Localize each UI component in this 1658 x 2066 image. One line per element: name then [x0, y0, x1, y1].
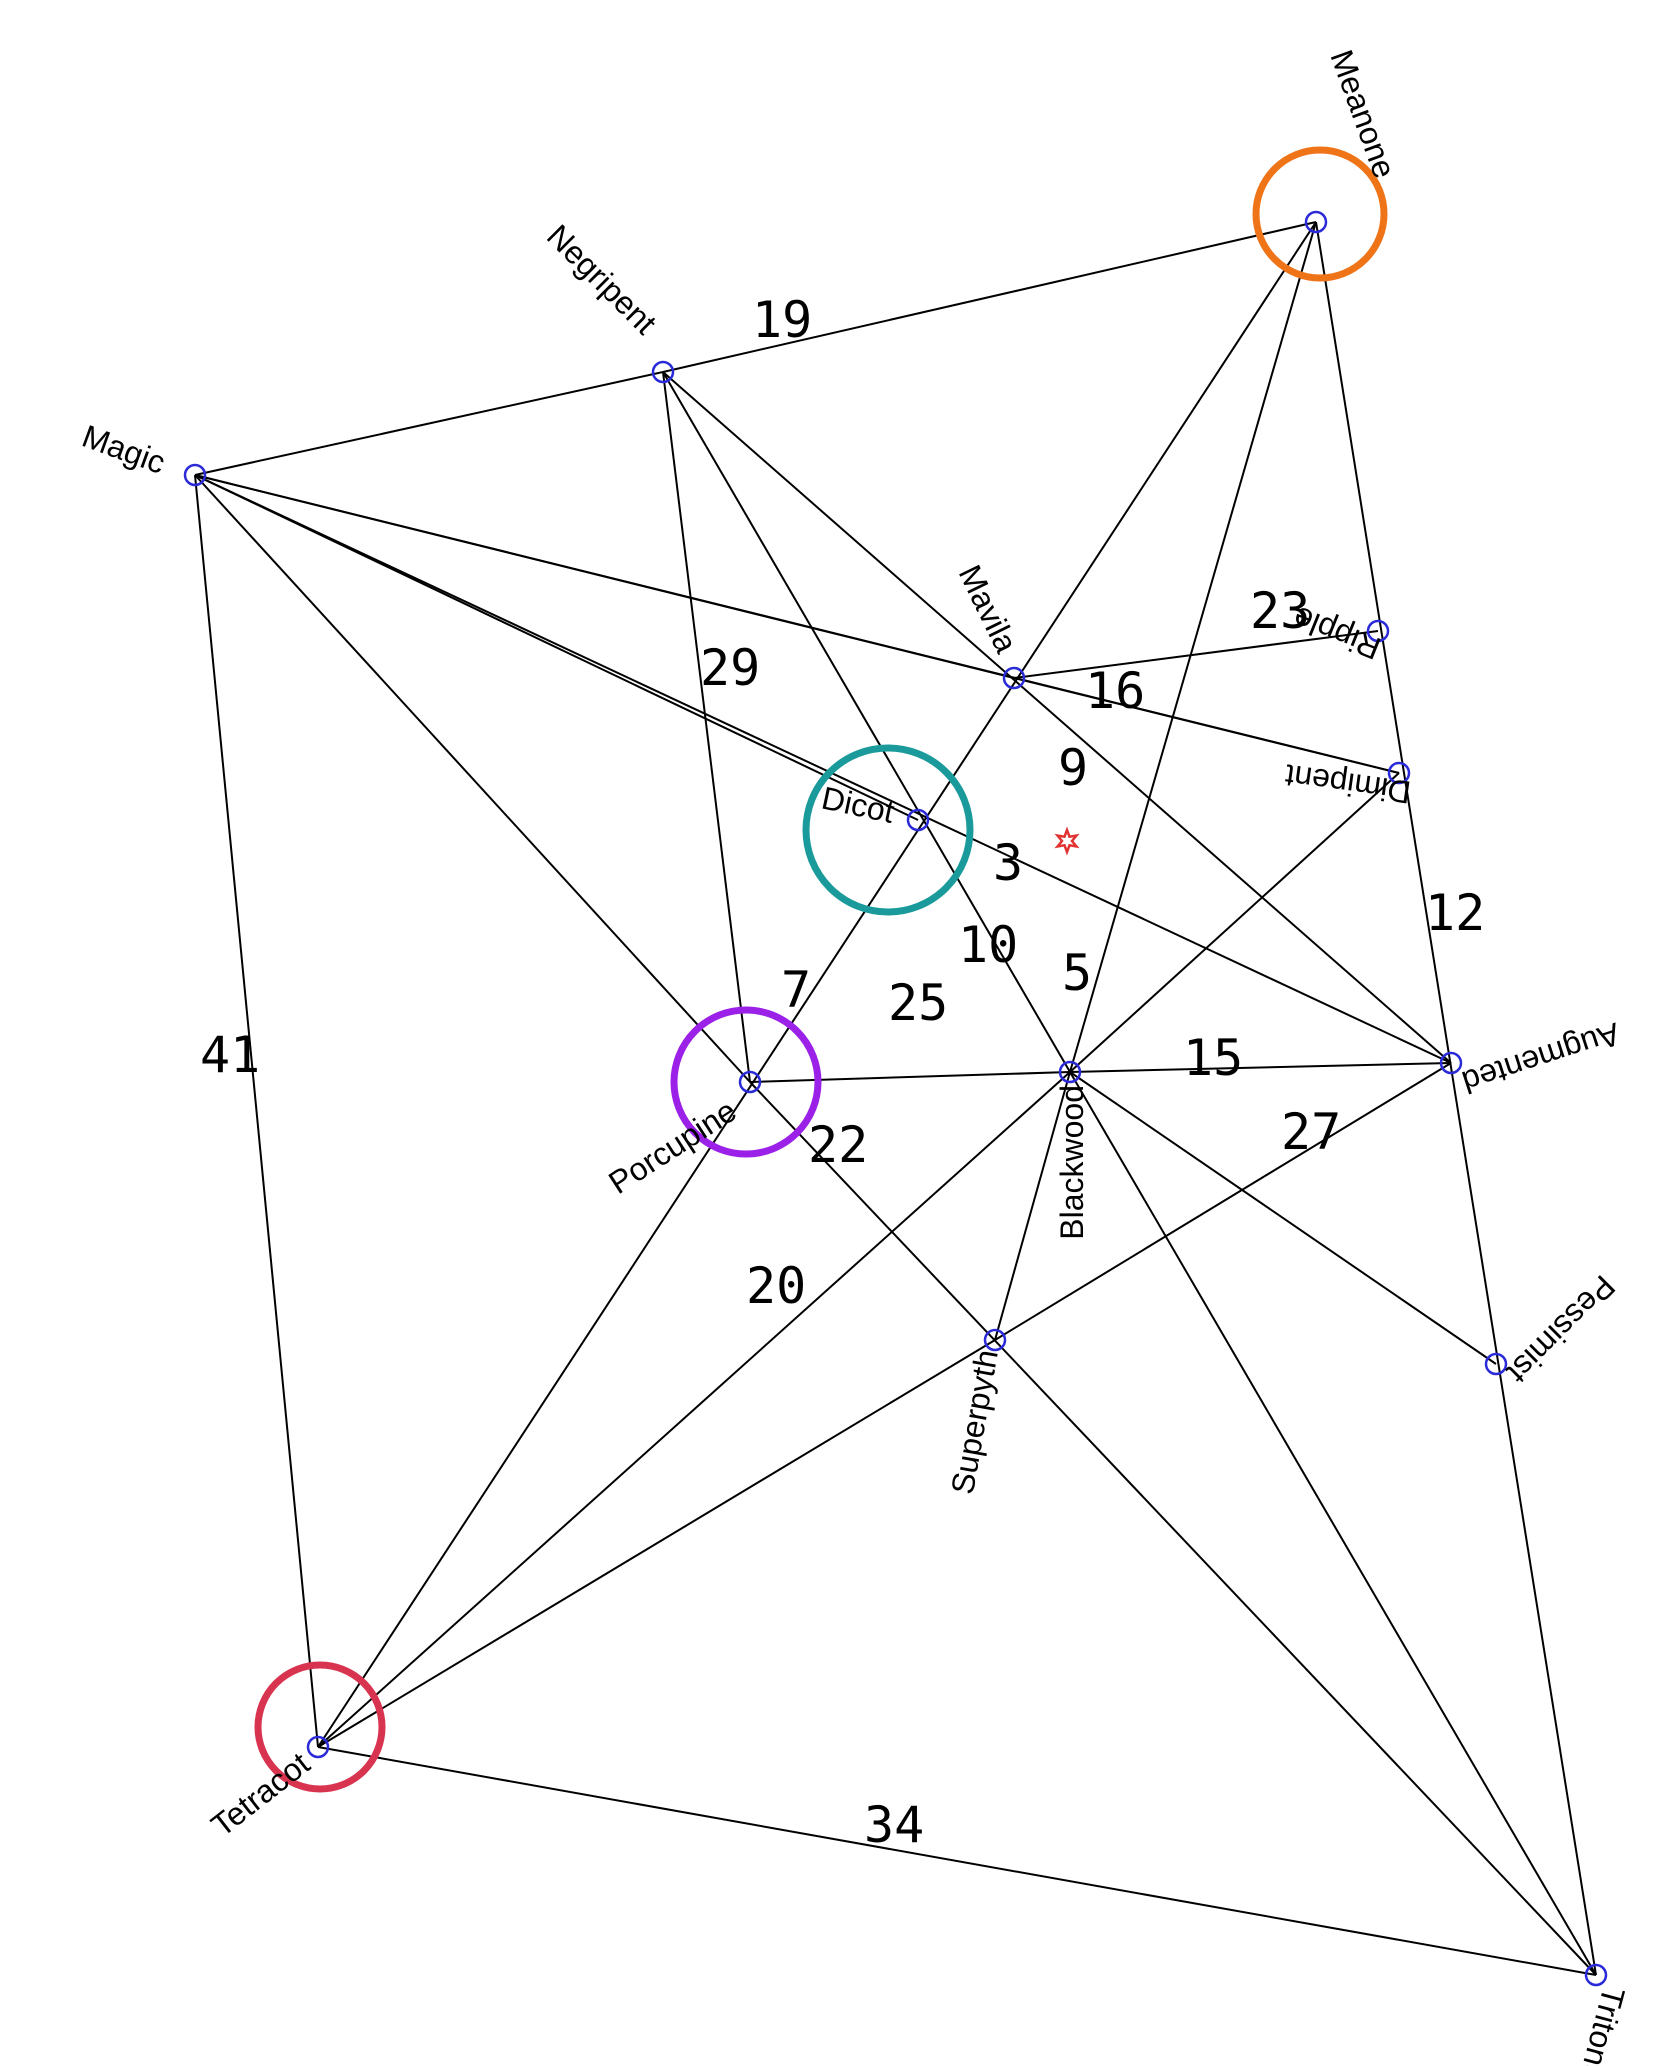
node-marker-superpyth: [983, 1328, 1007, 1352]
edge-meanone-blackwood: [1069, 221, 1317, 1073]
edge-blackwood-pessimist: [1069, 1071, 1497, 1365]
edge-tetracot-tritone: [317, 1746, 1597, 1976]
edge-superpyth-tetracot: [317, 1339, 996, 1748]
edge-augmented-superpyth: [994, 1062, 1452, 1341]
edge-weight-label: 3: [993, 834, 1023, 892]
highlights-layer: [254, 146, 1388, 1793]
node-negripent: Negripent: [540, 217, 675, 384]
edge-meanone-tritone: [1315, 221, 1597, 1976]
edge-weight-label: 34: [864, 1796, 924, 1854]
node-label-augmented: Augmented: [1458, 1016, 1625, 1101]
highlight-ring-porcupine: [670, 1006, 822, 1158]
edge-negripent-blackwood: [662, 371, 1071, 1073]
node-marker-augmented: [1439, 1051, 1463, 1075]
node-pessimist: Pessimist: [1484, 1268, 1622, 1391]
node-label-pessimist: Pessimist: [1500, 1268, 1622, 1390]
edge-porcupine-tritone: [749, 1081, 1597, 1976]
weights-layer: 19 23 29 16 93 12 10 5 7 25 15 22 27 41 20 34: [200, 291, 1485, 1854]
edge-negripent-meanone: [662, 221, 1317, 373]
edge-magic-tetracot: [194, 474, 319, 1748]
node-superpyth: Superpyth: [944, 1328, 1007, 1497]
edge-porcupine-blackwood: [749, 1071, 1071, 1083]
edge-weight-label: 19: [752, 291, 812, 349]
node-label-magic: Magic: [78, 418, 171, 481]
edge-weight-label: 27: [1281, 1103, 1341, 1161]
node-marker-magic: [183, 463, 207, 487]
node-mavila: Mavila: [952, 559, 1026, 690]
edge-meanone-tetracot: [317, 221, 1317, 1748]
edge-dimipent-blackwood: [1069, 772, 1400, 1073]
edge-magic-porcupine: [194, 474, 751, 1083]
node-meanone: Meanone: [1304, 45, 1403, 234]
edge-blackwood-superpyth: [994, 1071, 1071, 1341]
edge-weight-label: 12: [1425, 884, 1485, 942]
edge-weight-label: 16: [1085, 662, 1145, 720]
node-marker-pessimist: [1484, 1352, 1508, 1376]
edges-layer: [194, 221, 1597, 1976]
node-marker-blackwood: [1058, 1060, 1082, 1084]
edge-blackwood-augmented: [1069, 1062, 1452, 1073]
node-label-blackwood: Blackwood: [1054, 1085, 1090, 1240]
node-marker-meanone: [1304, 210, 1328, 234]
edge-weight-label: 23: [1250, 582, 1310, 640]
highlight-ring-dicot: [802, 744, 974, 916]
edge-weight-label: 5: [1062, 944, 1092, 1002]
node-augmented: Augmented: [1439, 1016, 1625, 1101]
node-blackwood: Blackwood: [1054, 1060, 1090, 1240]
edge-weight-label: 15: [1183, 1029, 1243, 1087]
node-magic: Magic: [78, 418, 207, 487]
node-label-tetracot: Tetracot: [204, 1745, 316, 1844]
node-marker-negripent: [651, 360, 675, 384]
node-dicot: Dicot: [819, 780, 930, 832]
highlight-ring-tetracot: [254, 1661, 386, 1793]
center-star-icon: [1054, 826, 1080, 856]
edge-weight-label: 25: [888, 974, 948, 1032]
node-marker-dimipent: [1387, 761, 1411, 785]
edge-negripent-porcupine: [662, 371, 751, 1083]
edge-blackwood-tetracot: [317, 1071, 1071, 1748]
center-layer: [1054, 826, 1080, 856]
edge-weight-label: 7: [781, 961, 811, 1019]
highlight-ring-meanone: [1252, 146, 1388, 282]
node-porcupine: Porcupine: [602, 1070, 762, 1201]
edge-weight-label: 29: [700, 639, 760, 697]
edge-weight-label: 9: [1058, 739, 1088, 797]
node-marker-ripple: [1366, 619, 1390, 643]
node-marker-mavila: [1002, 666, 1026, 690]
node-marker-tritone: [1584, 1963, 1608, 1987]
node-label-mavila: Mavila: [952, 559, 1025, 658]
edge-magic-augmented: [194, 474, 1452, 1064]
edge-negripent-augmented: [662, 371, 1452, 1064]
node-tritone: Tritone: [1572, 1963, 1632, 2066]
node-marker-porcupine: [738, 1070, 762, 1094]
node-label-negripent: Negripent: [540, 217, 664, 341]
edge-magic-negripent: [194, 371, 664, 476]
edge-blackwood-tritone: [1069, 1071, 1597, 1976]
node-label-meanone: Meanone: [1323, 45, 1402, 183]
edge-weight-label: 20: [746, 1257, 806, 1315]
node-label-dicot: Dicot: [819, 780, 898, 830]
node-dimipent: Dimipent: [1283, 757, 1413, 810]
node-marker-dicot: [906, 808, 930, 832]
edge-weight-label: 22: [808, 1116, 868, 1174]
node-marker-tetracot: [306, 1735, 330, 1759]
node-label-superpyth: Superpyth: [944, 1347, 1005, 1497]
edge-weight-label: 10: [958, 916, 1018, 974]
edge-mavila-dimipent: [1013, 677, 1400, 774]
node-label-tritone: Tritone: [1572, 1983, 1632, 2066]
edge-mavila-ripple: [1013, 630, 1379, 679]
edge-weight-label: 41: [200, 1026, 260, 1084]
